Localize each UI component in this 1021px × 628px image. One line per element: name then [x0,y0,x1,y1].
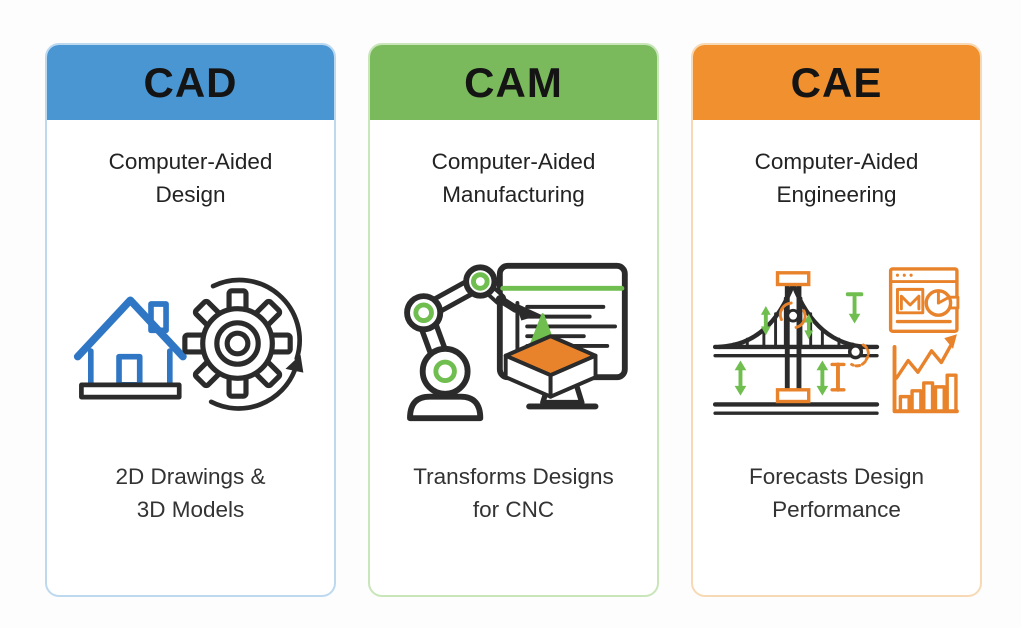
robot-arm-icon [404,264,541,422]
card-cam-description: Transforms Designs for CNC [413,464,614,522]
house-and-gear-icon [72,255,309,431]
bridge-icon [712,271,879,416]
card-cad: CAD Computer-Aided Design [45,43,336,597]
cam-icon-svg [404,263,628,422]
card-cam-title: CAM [464,58,563,106]
analytics-window-icon [888,267,959,334]
card-cad-header: CAD [47,45,334,120]
card-cad-description: 2D Drawings & 3D Models [115,464,266,522]
house-icon [73,296,187,400]
card-cam: CAM Computer-Aided Manufacturing [368,43,659,597]
card-cae-subtitle: Computer-Aided Engineering [754,149,919,207]
cae-icon-svg [712,267,959,416]
gear-refresh-icon [182,277,304,411]
card-cae-header: CAE [693,45,980,120]
bar-chart-icon [892,334,959,414]
card-cam-header: CAM [370,45,657,120]
load-arrows [734,292,863,396]
cad-icon-svg [73,277,304,411]
cards-row: CAD Computer-Aided Design [45,43,982,597]
card-cae-description: Forecasts Design Performance [748,464,925,522]
card-cad-subtitle: Computer-Aided Design [108,149,273,207]
workpiece-icon [503,313,598,399]
card-cae: CAE Computer-Aided Engineering [691,43,982,597]
card-cam-subtitle: Computer-Aided Manufacturing [431,149,596,207]
stress-markers [829,343,870,392]
robot-arm-and-monitor-icon [396,255,631,431]
bridge-analysis-icon [712,255,961,431]
card-cae-title: CAE [790,58,883,106]
card-cad-title: CAD [143,58,238,106]
